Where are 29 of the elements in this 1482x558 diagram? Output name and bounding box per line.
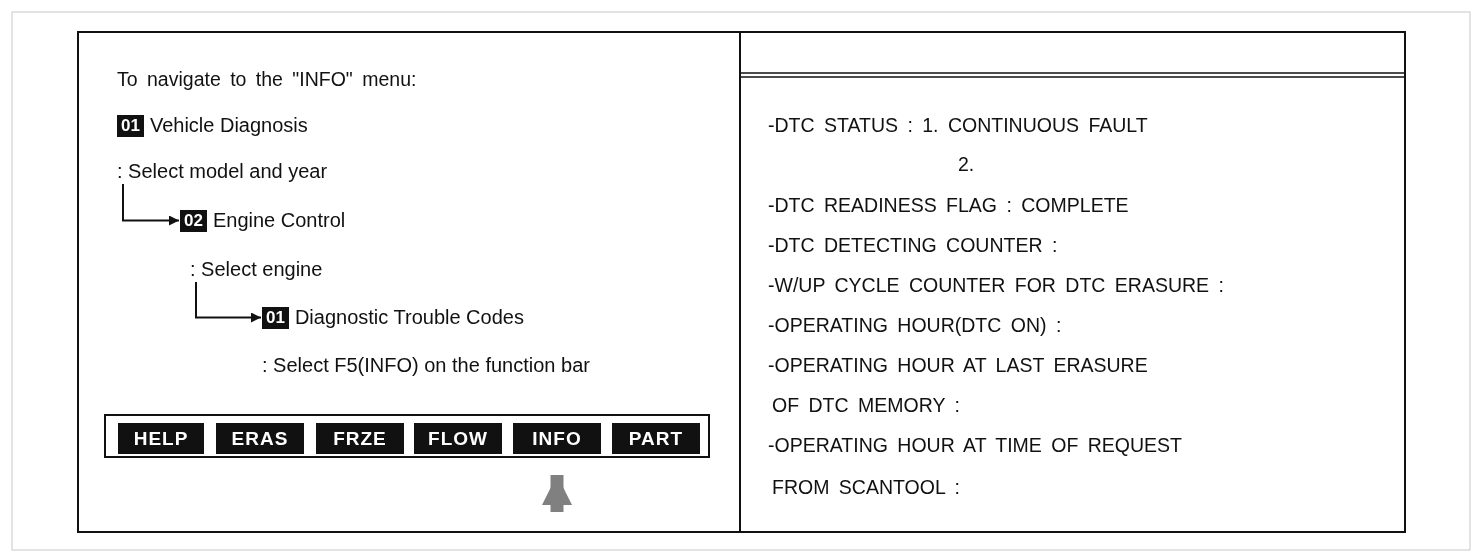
info-line: OF DTC MEMORY : — [772, 394, 960, 417]
menu-item: Vehicle Diagnosis — [149, 114, 308, 137]
info-line: -DTC STATUS : 1. CONTINUOUS FAULT — [768, 114, 1148, 137]
menu-item: Engine Control — [212, 209, 346, 232]
instruction-text: : Select engine — [190, 258, 323, 281]
info-line: -OPERATING HOUR(DTC ON) : — [768, 314, 1062, 337]
function-bar — [104, 414, 710, 458]
info-line: -W/UP CYCLE COUNTER FOR DTC ERASURE : — [768, 274, 1224, 297]
info-line: FROM SCANTOOL : — [772, 476, 960, 499]
menu-item: Diagnostic Trouble Codes — [294, 306, 524, 329]
info-line: -OPERATING HOUR AT LAST ERASURE — [768, 354, 1148, 377]
info-line: 2. — [958, 153, 975, 176]
function-key: PART — [612, 423, 700, 454]
function-key: ERAS — [216, 423, 304, 454]
instruction-text: : Select model and year — [117, 160, 328, 183]
function-key: FRZE — [316, 423, 404, 454]
menu-number: 01 — [262, 306, 289, 329]
function-key: HELP — [118, 423, 204, 454]
function-key: INFO — [513, 423, 601, 454]
arrow — [195, 281, 262, 323]
info-line: -DTC READINESS FLAG : COMPLETE — [768, 194, 1129, 217]
function-key: FLOW — [414, 423, 502, 454]
menu-number: 01 — [117, 114, 144, 137]
info-line: -OPERATING HOUR AT TIME OF REQUEST — [768, 434, 1182, 457]
arrow — [122, 183, 180, 226]
heading-text: To navigate to the "INFO" menu: — [117, 68, 417, 91]
instruction-text: : Select F5(INFO) on the function bar — [262, 354, 590, 377]
info-line: -DTC DETECTING COUNTER : — [768, 234, 1058, 257]
menu-number: 02 — [180, 209, 207, 232]
